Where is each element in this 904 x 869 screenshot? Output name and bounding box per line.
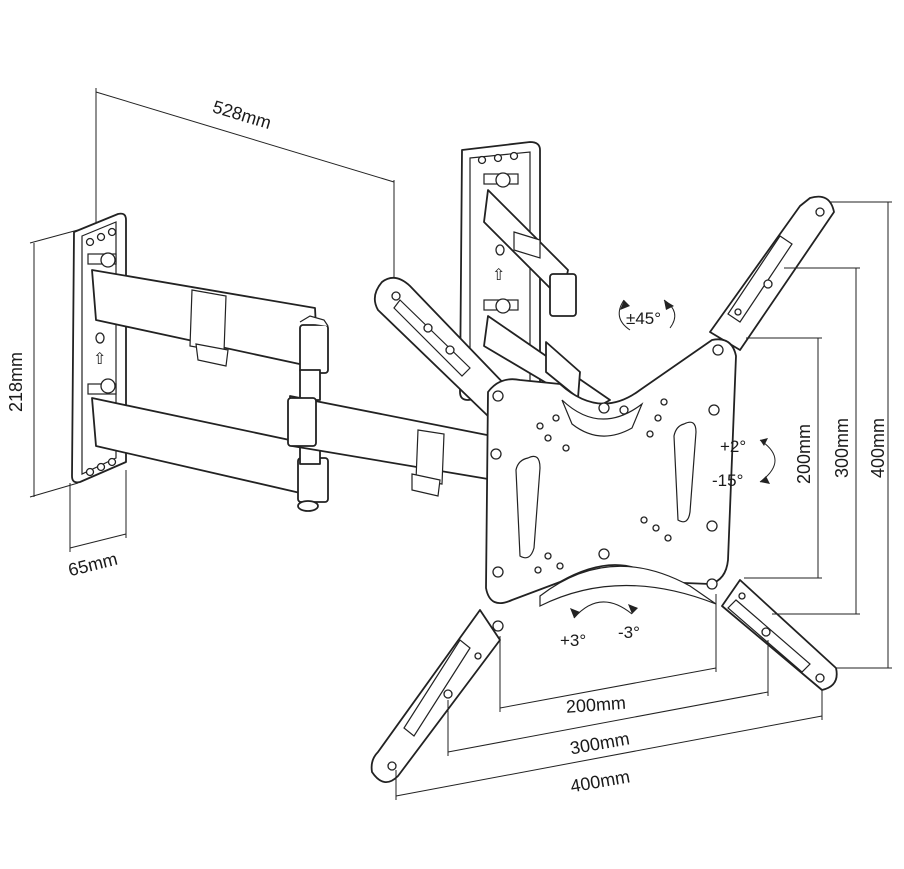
tilt-down-label: -15°	[712, 471, 743, 490]
dimension-vesa-vertical: 200mm 300mm 400mm	[744, 201, 892, 669]
arm-upper-left	[91, 269, 329, 374]
up-arrow-icon-back: ⇧	[492, 267, 505, 284]
dimension-vesa-horizontal: 200mm 300mm 400mm	[395, 594, 823, 800]
vesa-plate	[370, 195, 838, 783]
vesa-middle-v-label: 300mm	[832, 418, 852, 478]
arm-back-upper	[483, 189, 577, 317]
up-arrow-icon: ⇧	[93, 351, 106, 368]
tilt-indicator: +2° -15°	[712, 437, 776, 490]
arm-extension	[287, 395, 495, 497]
dimension-528mm: 528mm	[95, 88, 395, 280]
dim-218-label: 218mm	[6, 352, 26, 412]
vesa-center-plate	[485, 338, 737, 604]
rotate-plus-label: +3°	[560, 631, 586, 650]
swivel-indicator: ±45°	[618, 299, 676, 331]
dim-65-label: 65mm	[66, 549, 119, 581]
rotation-indicator: +3° -3°	[560, 601, 640, 650]
dim-528-label: 528mm	[210, 97, 273, 133]
vesa-inner-v-label: 200mm	[794, 424, 814, 484]
vesa-inner-label: 200mm	[565, 693, 626, 717]
dimension-65mm: 65mm	[66, 470, 127, 581]
tilt-up-label: +2°	[720, 437, 746, 456]
vesa-outer-v-label: 400mm	[868, 418, 888, 478]
vesa-outer-label: 400mm	[569, 766, 632, 796]
rotate-minus-label: -3°	[618, 623, 640, 642]
dimension-218mm: 218mm	[6, 229, 79, 498]
swivel-label: ±45°	[626, 309, 661, 328]
arm-lower-left	[91, 397, 329, 512]
